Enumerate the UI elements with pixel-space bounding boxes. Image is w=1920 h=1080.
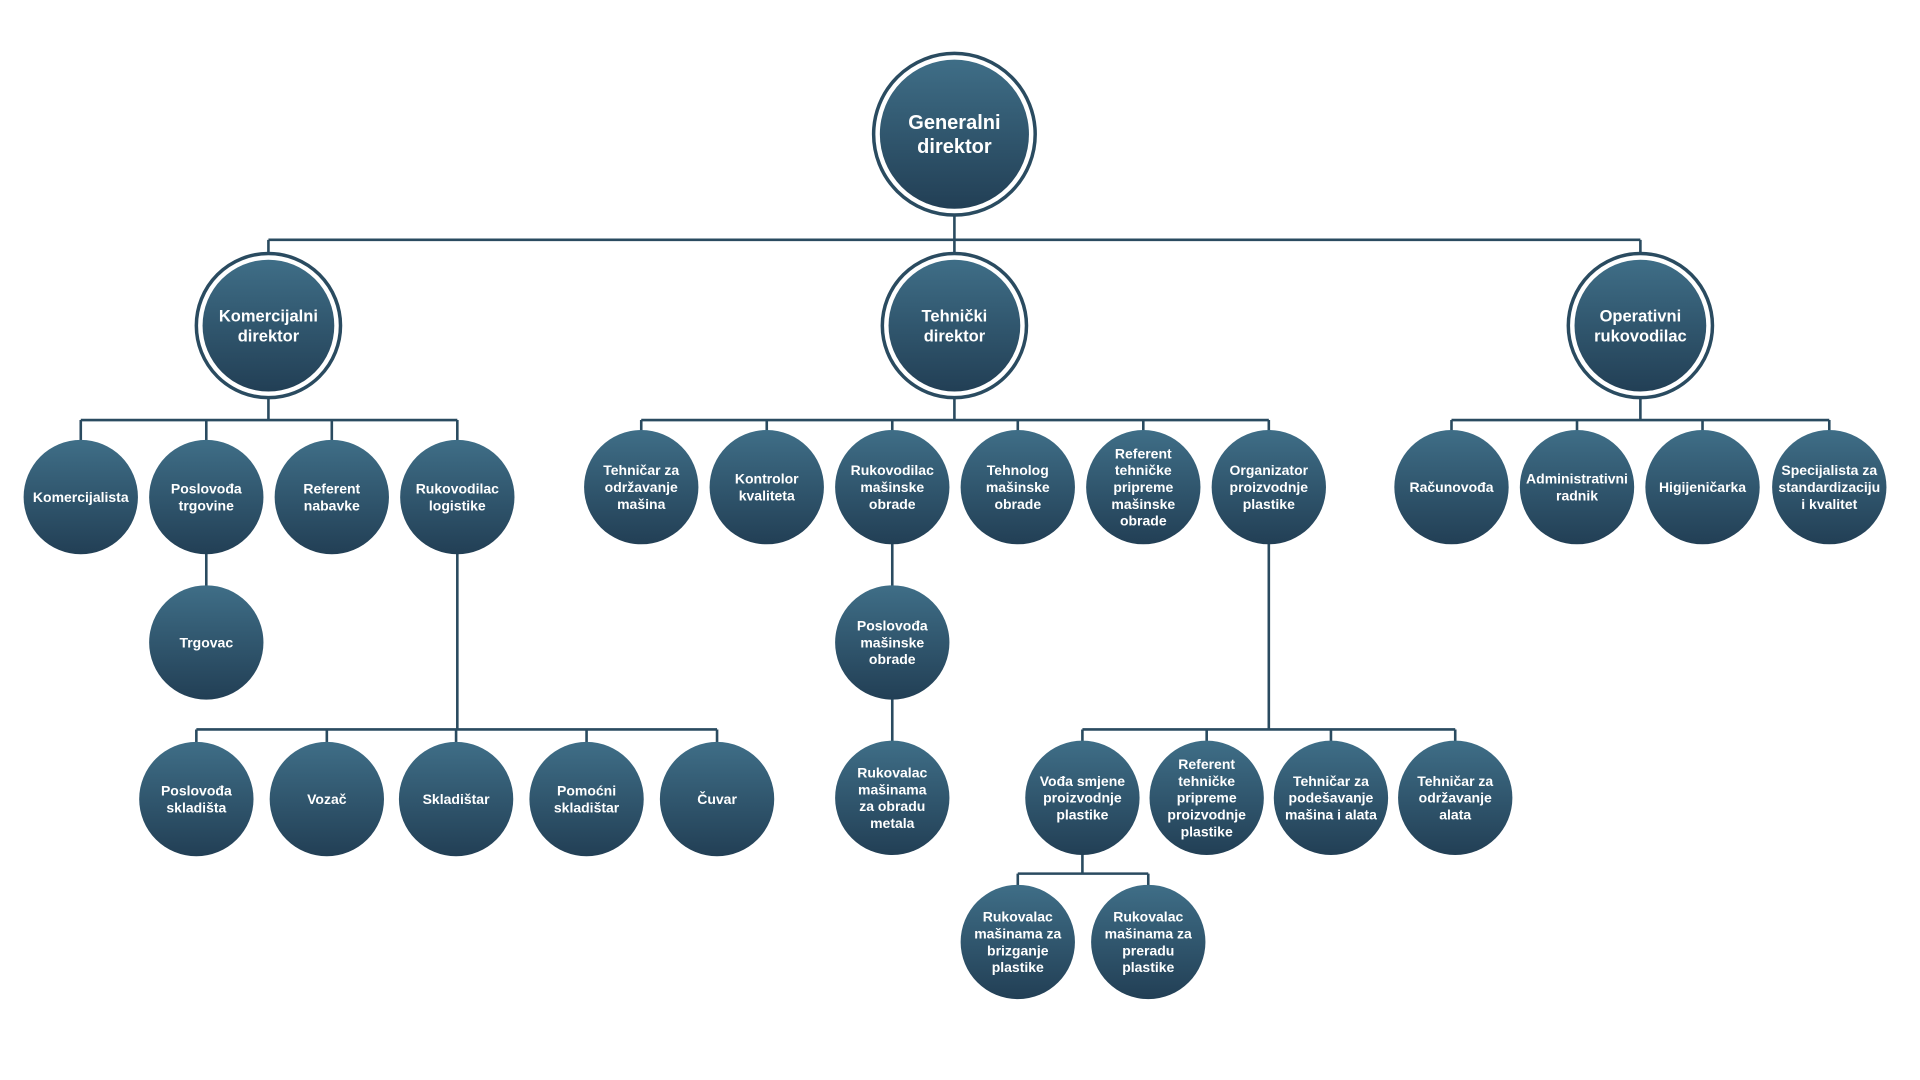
node-circle: [398, 741, 514, 857]
node-label: Računovođa: [1409, 479, 1493, 495]
node-circle: [1394, 429, 1509, 545]
node-circle: [709, 429, 824, 545]
node-circle: [1086, 429, 1201, 545]
node-circle: [879, 59, 1029, 209]
node-label: Higijeničarka: [1659, 479, 1746, 495]
node-cuv: Čuvar: [659, 741, 775, 857]
node-circle: [835, 585, 950, 700]
node-circle: [1574, 259, 1707, 392]
node-label: Čuvar: [697, 790, 737, 807]
node-circle: [529, 741, 644, 857]
node-circle: [1398, 740, 1513, 855]
node-circle: [23, 439, 138, 555]
node-circle: [888, 259, 1021, 392]
node-circle: [1273, 740, 1389, 855]
node-voz: Vozač: [269, 741, 384, 857]
node-rac: Računovođa: [1394, 429, 1509, 545]
node-circle: [400, 439, 515, 555]
node-label: Vozač: [307, 791, 347, 807]
node-circle: [274, 439, 389, 555]
node-circle: [960, 884, 1075, 1000]
node-circle: [584, 429, 699, 545]
node-circle: [149, 585, 264, 700]
node-label: Skladištar: [423, 791, 490, 807]
node-circle: [835, 740, 950, 855]
node-circle: [1772, 429, 1887, 545]
node-circle: [1091, 884, 1206, 1000]
node-circle: [835, 429, 950, 545]
node-circle: [202, 259, 335, 392]
node-trg: Trgovac: [149, 585, 264, 700]
node-kom: Komercijalista: [23, 439, 138, 555]
node-hig: Higijeničarka: [1645, 429, 1760, 545]
node-label: Trgovac: [179, 634, 233, 650]
node-circle: [1149, 740, 1264, 855]
node-circle: [139, 741, 254, 857]
node-circle: [960, 429, 1075, 545]
node-circle: [1519, 429, 1635, 545]
node-circle: [1025, 740, 1140, 855]
node-circle: [1211, 429, 1326, 545]
node-label: Komercijalista: [33, 489, 129, 505]
node-circle: [1645, 429, 1760, 545]
node-circle: [149, 439, 264, 555]
node-skl: Skladištar: [398, 741, 514, 857]
node-circle: [659, 741, 775, 857]
node-circle: [269, 741, 384, 857]
